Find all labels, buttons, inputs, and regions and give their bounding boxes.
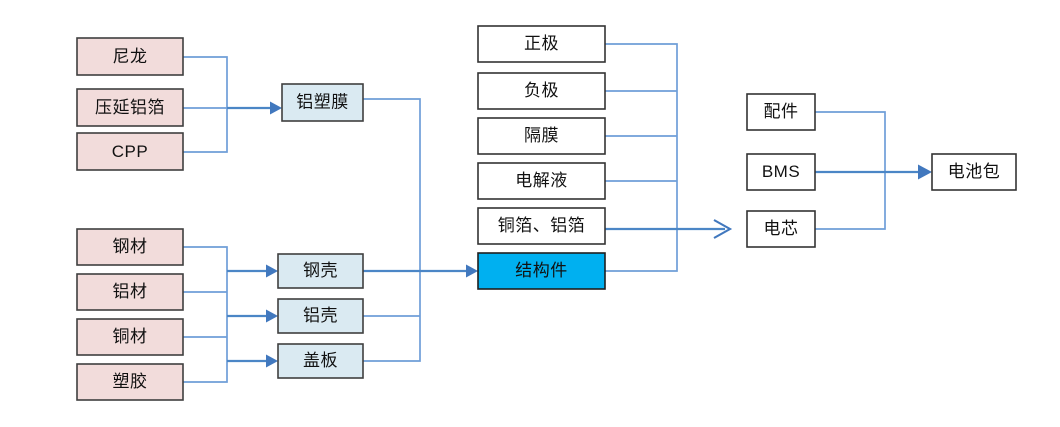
connector-group-case-parts — [183, 246, 278, 383]
node-top-cover[interactable]: 盖板 — [277, 343, 364, 379]
node-bms-rect[interactable] — [746, 153, 816, 191]
node-rolled-aluminum-foil[interactable]: 压延铝箔 — [76, 88, 184, 127]
node-plastic-rect[interactable] — [76, 363, 184, 401]
arrowhead-to-aluminum-shell — [266, 309, 278, 323]
node-anode-rect[interactable] — [477, 72, 606, 110]
node-battery-pack-rect[interactable] — [931, 153, 1017, 191]
arrowhead-to-cell — [713, 219, 733, 239]
node-separator-rect[interactable] — [477, 117, 606, 155]
node-aluminum-rect[interactable] — [76, 273, 184, 311]
connector-group-pouch-film — [183, 56, 282, 153]
node-aluminum[interactable]: 铝材 — [76, 273, 184, 311]
node-separator[interactable]: 隔膜 — [477, 117, 606, 155]
connector-pouch-trunk — [183, 56, 228, 153]
node-copper[interactable]: 铜材 — [76, 318, 184, 356]
connector-group-pack — [815, 111, 932, 230]
node-copper-rect[interactable] — [76, 318, 184, 356]
node-structural-parts-rect[interactable] — [477, 252, 606, 290]
node-copper-aluminum-foil-rect[interactable] — [477, 207, 606, 245]
node-nylon-rect[interactable] — [76, 37, 184, 76]
node-steel-shell-rect[interactable] — [277, 253, 364, 289]
node-cathode-rect[interactable] — [477, 25, 606, 63]
node-aluminum-shell-rect[interactable] — [277, 298, 364, 334]
node-cpp-rect[interactable] — [76, 132, 184, 171]
arrowhead-to-structural-parts — [466, 264, 478, 278]
node-top-cover-rect[interactable] — [277, 343, 364, 379]
node-plastic[interactable]: 塑胶 — [76, 363, 184, 401]
node-copper-aluminum-foil[interactable]: 铜箔、铝箔 — [477, 207, 606, 245]
arrowhead-to-aluminum-plastic-film — [270, 101, 282, 115]
node-cell-rect[interactable] — [746, 210, 816, 248]
node-aluminum-plastic-film[interactable]: 铝塑膜 — [281, 83, 364, 122]
node-electrolyte-rect[interactable] — [477, 162, 606, 200]
connector-pack-trunk — [815, 111, 886, 230]
node-steel-shell[interactable]: 钢壳 — [277, 253, 364, 289]
node-cell[interactable]: 电芯 — [746, 210, 816, 248]
node-anode[interactable]: 负极 — [477, 72, 606, 110]
node-aluminum-shell[interactable]: 铝壳 — [277, 298, 364, 334]
node-cpp[interactable]: CPP — [76, 132, 184, 171]
arrowhead-to-top-cover — [266, 354, 278, 368]
node-structural-parts[interactable]: 结构件 — [477, 252, 606, 290]
connector-case-trunk — [183, 246, 228, 383]
node-accessories-rect[interactable] — [746, 93, 816, 131]
connector-group-structural-parts — [363, 98, 478, 362]
connector-group-cell — [605, 43, 733, 272]
node-nylon[interactable]: 尼龙 — [76, 37, 184, 76]
connector-cell-trunk — [605, 43, 678, 272]
node-bms[interactable]: BMS — [746, 153, 816, 191]
node-steel-rect[interactable] — [76, 228, 184, 266]
node-aluminum-plastic-film-rect[interactable] — [281, 83, 364, 122]
node-electrolyte[interactable]: 电解液 — [477, 162, 606, 200]
node-steel[interactable]: 钢材 — [76, 228, 184, 266]
node-rolled-aluminum-foil-rect[interactable] — [76, 88, 184, 127]
node-cathode[interactable]: 正极 — [477, 25, 606, 63]
arrowhead-to-battery-pack — [918, 164, 932, 180]
arrowhead-to-steel-shell — [266, 264, 278, 278]
connector-structural-trunk — [363, 98, 421, 362]
node-battery-pack[interactable]: 电池包 — [931, 153, 1017, 191]
node-accessories[interactable]: 配件 — [746, 93, 816, 131]
